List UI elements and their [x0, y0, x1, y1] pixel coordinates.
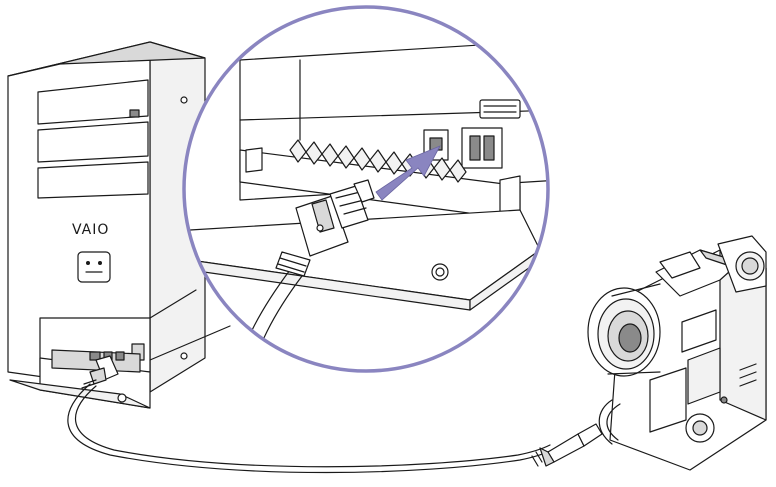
cable-icon: [67, 355, 603, 474]
camcorder-icon: [587, 235, 767, 471]
power-button-icon: [77, 251, 111, 283]
computer-tower-icon: VAIO: [7, 41, 206, 409]
insertion-arrow-icon: [375, 145, 441, 201]
magnifier-circle-icon: [149, 5, 550, 373]
vaio-logo: VAIO: [72, 222, 109, 238]
